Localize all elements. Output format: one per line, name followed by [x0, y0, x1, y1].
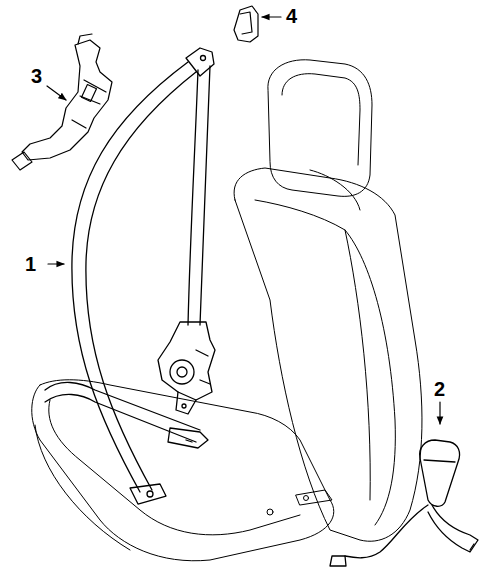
- seat-back: [234, 60, 422, 541]
- seat-belt-assembly: [45, 48, 215, 504]
- height-adjuster: [12, 34, 112, 170]
- callout-number: 3: [30, 66, 43, 86]
- callout-number: 2: [433, 379, 446, 399]
- buckle-assembly: [330, 440, 478, 566]
- anchor-cover: [234, 6, 258, 42]
- leader-arrow: [47, 17, 440, 424]
- callout-number: 4: [285, 6, 298, 26]
- callout-number: 1: [24, 254, 37, 274]
